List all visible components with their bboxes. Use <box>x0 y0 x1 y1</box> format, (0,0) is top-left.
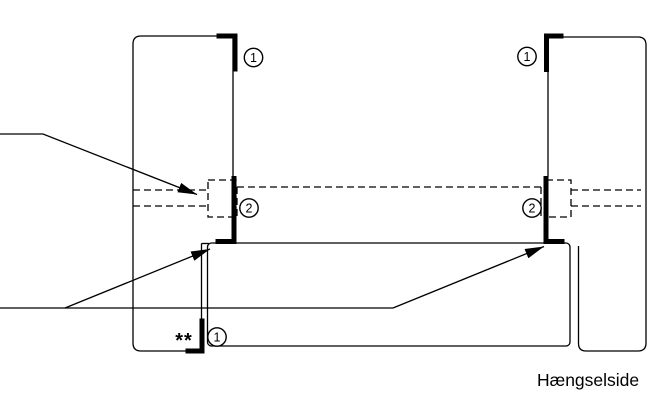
callout-2-mid-left: 2 <box>239 198 259 218</box>
callout-digit: 2 <box>246 201 253 215</box>
door-leaf <box>206 242 571 347</box>
callout-1-top-left: 1 <box>243 47 264 68</box>
note-asterisks: ** <box>175 330 193 352</box>
callout-circle <box>243 47 264 68</box>
left-jamb-profile <box>132 35 234 352</box>
callout-1-top-right: 1 <box>517 46 537 67</box>
hidden-groove-right-box <box>545 179 572 218</box>
seal-strip-top-left <box>216 33 238 72</box>
callout-circle <box>522 198 542 218</box>
right-jamb-profile <box>547 36 647 352</box>
arrow-to-right-seal <box>392 245 545 309</box>
seal-strip-mid-left <box>215 176 237 244</box>
callout-circle <box>239 198 259 218</box>
callout-digit: 1 <box>250 51 257 65</box>
arrow-to-left-seal <box>64 248 211 309</box>
callout-circle <box>517 46 537 67</box>
callout-2-mid-right: 2 <box>522 198 542 218</box>
seal-strip-top-right <box>544 33 564 72</box>
callout-digit: 2 <box>529 201 536 215</box>
caption-hinge-side: Hængselside <box>537 370 639 390</box>
callout-circle <box>207 327 227 347</box>
arrow-to-groove-detail <box>0 133 198 196</box>
callout-1-bottom-left: 1 <box>207 327 227 347</box>
callout-digit: 1 <box>524 50 531 64</box>
seal-strip-bottom-left <box>185 318 205 354</box>
seal-strip-mid-right <box>543 176 565 244</box>
callout-digit: 1 <box>214 330 221 344</box>
